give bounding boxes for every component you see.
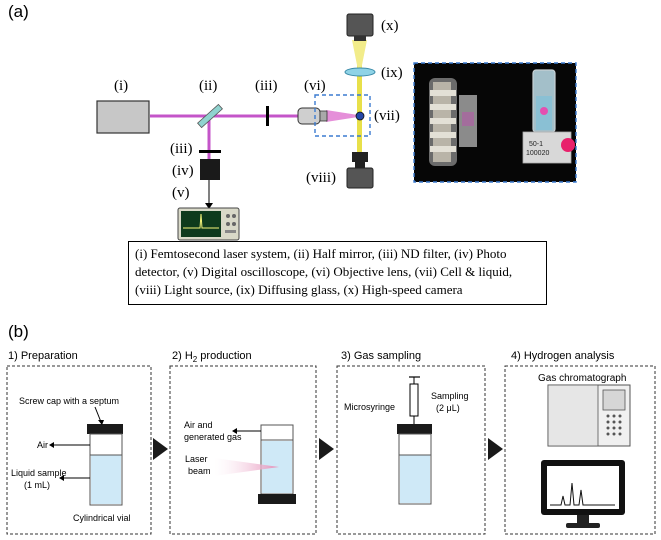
step4-box [504,365,656,535]
step2-gas-label-2: generated gas [184,432,242,442]
step-arrow-2-icon [319,438,334,460]
panel-a-caption: (i) Femtosecond laser system, (ii) Half … [128,241,547,305]
camera-light-cone [352,40,367,70]
step3-syringe-label: Microsyringe [344,402,395,412]
step-arrow-1-icon [153,438,168,460]
experiment-photo: 50-1 100020 [413,62,577,183]
half-mirror [197,103,223,129]
label-v: (v) [172,185,190,201]
step4-instrument-label: Gas chromatograph [538,373,626,384]
air-pointer-arrow-icon [49,442,54,448]
step4-title: 4) Hydrogen analysis [511,350,615,362]
label-iii-top: (iii) [255,78,278,94]
cable-arrow-icon [205,203,213,209]
objective-lens [297,107,328,125]
cell-highlight-box [314,94,371,137]
label-ii: (ii) [199,78,217,94]
panel-a-label: (a) [8,2,29,21]
step1-cap-label: Screw cap with a septum [19,396,119,406]
diffusing-glass [344,67,376,77]
cap-pointer [94,406,102,423]
digital-oscilloscope [177,207,240,241]
step3-box [336,365,486,535]
caption-line-2: detector, (v) Digital oscilloscope, (vi)… [135,264,513,279]
step3-title: 3) Gas sampling [341,350,421,362]
step1-liquid-label-2: (1 mL) [24,480,50,490]
step2-vial [258,424,296,504]
laser-beam-cone [214,458,279,476]
nd-filter-main [266,106,269,126]
label-iii-side: (iii) [170,141,193,157]
step1-box [6,365,152,535]
light-source [346,152,374,189]
step1-liquid-label-1: Liquid sample [11,468,67,478]
step2-laser-label-2: beam [188,466,211,476]
high-speed-camera [346,13,374,41]
laser-focus-cone [326,110,358,122]
step2-title: 2) H2 production [172,350,252,364]
label-x: (x) [381,18,399,34]
monitor-chromatogram-icon [541,460,625,528]
step1-vial-label: Cylindrical vial [73,513,131,523]
gas-pointer-arrow-icon [232,428,237,434]
step3-sampling-label-1: Sampling [431,391,469,401]
photo-detector [200,159,220,180]
liquid-pointer-arrow-icon [59,475,64,481]
label-i: (i) [114,78,128,94]
step3-sampling-label-2: (2 μL) [436,403,460,413]
light-beam-vertical [357,40,362,152]
step2-laser-label-1: Laser [185,454,208,464]
cap-pointer-arrow-icon [98,420,104,425]
caption-line-3: (viii) Light source, (ix) Diffusing glas… [135,282,463,297]
step1-vial [87,424,123,506]
step2-box [169,365,317,535]
femtosecond-laser-box [96,100,150,134]
step3-vial [397,424,432,505]
label-iv: (iv) [172,163,194,179]
label-vii: (vii) [374,108,400,124]
step-arrow-3-icon [488,438,503,460]
cell-and-liquid [355,111,365,121]
label-vi: (vi) [304,78,326,94]
photo-text-1: 50-1 [529,141,543,148]
nd-filter-secondary [199,150,221,153]
panel-b-label: (b) [8,322,29,341]
gas-chromatograph-icon [547,384,631,447]
step2-gas-label-1: Air and [184,420,213,430]
step1-title: 1) Preparation [8,350,78,362]
caption-line-1: (i) Femtosecond laser system, (ii) Half … [135,246,507,261]
step1-air-label: Air [37,440,48,450]
label-ix: (ix) [381,65,403,81]
label-viii: (viii) [306,170,336,186]
photo-text-2: 100020 [526,150,549,157]
